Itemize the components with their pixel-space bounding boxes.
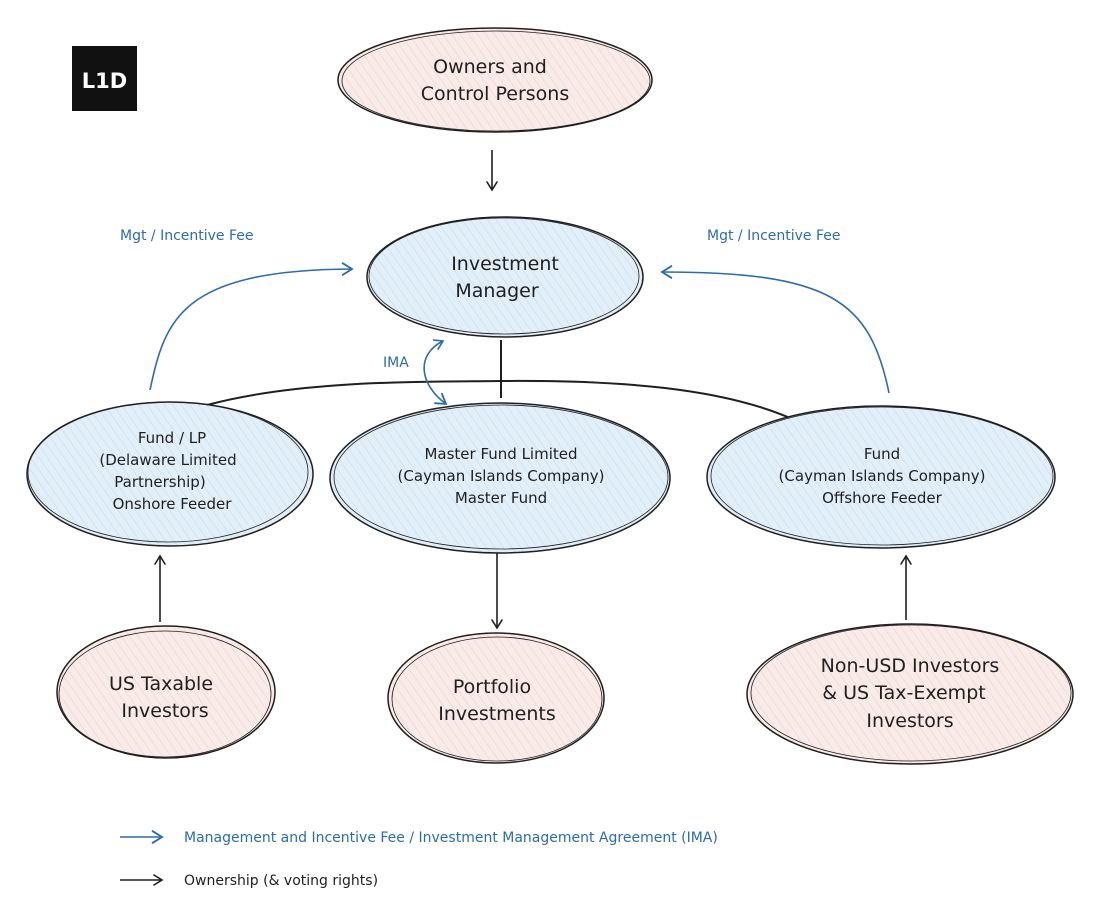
master-line-1: Master Fund Limited xyxy=(424,445,577,463)
legend-blue-label: Management and Incentive Fee / Investmen… xyxy=(184,830,718,846)
node-portfolio-investments: Portfolio Investments xyxy=(387,632,605,764)
us-taxable-line-1: US Taxable xyxy=(109,673,213,695)
fee-label-right: Mgt / Incentive Fee xyxy=(707,228,841,244)
non-usd-line-1: Non-USD Investors xyxy=(821,655,1000,677)
node-non-usd-investors: Non-USD Investors & US Tax-Exempt Invest… xyxy=(746,623,1074,765)
onshore-line-1: Fund / LP xyxy=(138,429,206,447)
connections xyxy=(149,150,912,630)
us-taxable-line-2: Investors xyxy=(121,700,208,722)
node-offshore-feeder: Fund (Cayman Islands Company) Offshore F… xyxy=(706,405,1056,549)
offshore-line-1: Fund xyxy=(864,445,900,463)
offshore-line-2: (Cayman Islands Company) xyxy=(779,467,986,485)
legend: Management and Incentive Fee / Investmen… xyxy=(120,830,718,889)
manager-line-2: Manager xyxy=(455,280,538,302)
portfolio-line-1: Portfolio xyxy=(453,676,531,698)
ima-arrow xyxy=(423,339,448,406)
owners-line-1: Owners and xyxy=(433,56,547,78)
non-usd-line-3: Investors xyxy=(866,710,953,732)
non-usd-line-2: & US Tax-Exempt xyxy=(822,682,985,704)
offshore-line-3: Offshore Feeder xyxy=(822,489,942,507)
onshore-line-3: Partnership) xyxy=(114,473,205,491)
ima-label: IMA xyxy=(383,355,409,371)
logo-text: L1D xyxy=(82,69,127,93)
node-us-taxable-investors: US Taxable Investors xyxy=(56,625,276,759)
node-investment-manager: Investment Manager xyxy=(366,216,644,338)
onshore-line-2: (Delaware Limited xyxy=(99,451,236,469)
feeder-connector-line xyxy=(206,379,791,419)
fee-arrow-left xyxy=(149,262,354,391)
logo: L1D xyxy=(72,46,137,111)
node-owners-and-control-persons: Owners and Control Persons xyxy=(337,27,653,133)
fee-label-left: Mgt / Incentive Fee xyxy=(120,228,254,244)
onshore-line-4: Onshore Feeder xyxy=(113,495,233,513)
master-line-3: Master Fund xyxy=(455,489,547,507)
owners-line-2: Control Persons xyxy=(421,83,569,105)
legend-black-label: Ownership (& voting rights) xyxy=(184,873,378,889)
master-line-2: (Cayman Islands Company) xyxy=(398,467,605,485)
portfolio-line-2: Investments xyxy=(438,703,556,725)
fee-arrow-right xyxy=(660,265,890,394)
node-onshore-feeder: Fund / LP (Delaware Limited Partnership)… xyxy=(26,401,314,547)
manager-line-1: Investment xyxy=(451,253,559,275)
node-master-fund: Master Fund Limited (Cayman Islands Comp… xyxy=(329,402,671,554)
